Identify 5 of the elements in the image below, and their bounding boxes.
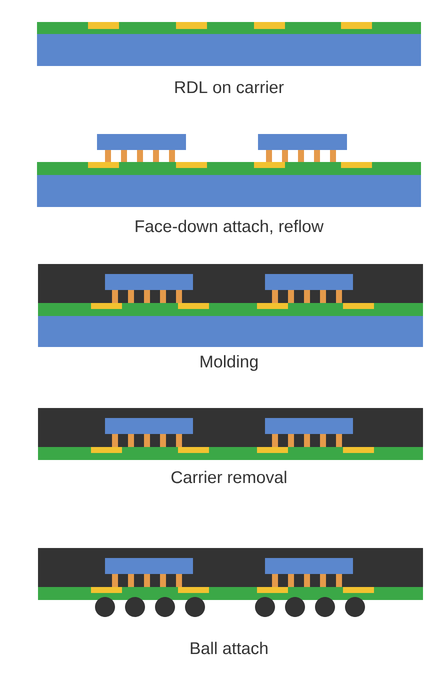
step-caption: Molding <box>200 355 258 371</box>
step-caption: Face-down attach, reflow <box>136 220 324 234</box>
step-caption: Ball attach <box>190 642 268 654</box>
step-caption: RDL on carrier <box>175 80 284 94</box>
step-caption: Carrier removal <box>172 470 286 484</box>
